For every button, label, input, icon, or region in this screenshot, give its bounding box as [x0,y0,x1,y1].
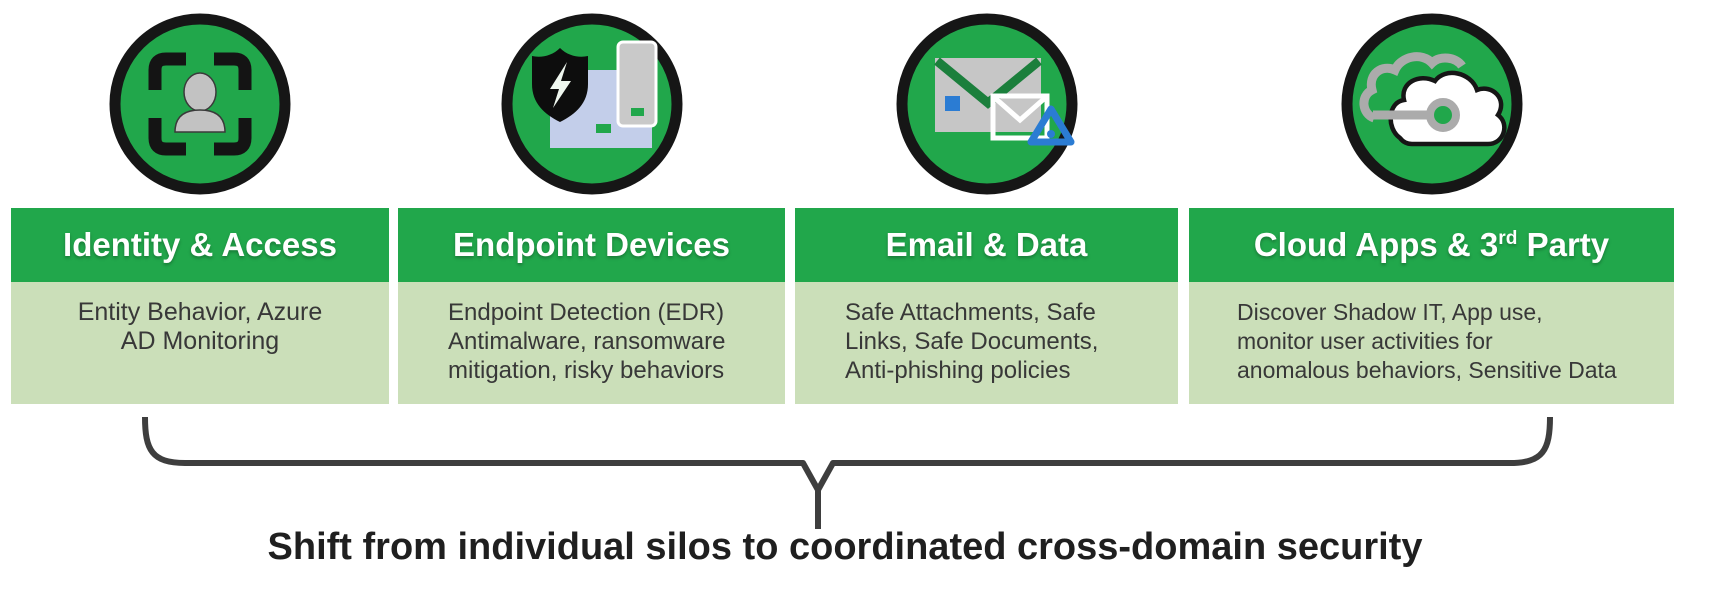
column-body: Endpoint Detection (EDR) Antimalware, ra… [398,282,785,404]
endpoint-shield-icon [500,12,684,196]
column-header-label: Identity & Access [63,226,337,263]
caption: Shift from individual silos to coordinat… [267,526,1423,568]
column-body: Safe Attachments, Safe Links, Safe Docum… [795,282,1178,404]
column-header: Cloud Apps & 3rd Party [1189,208,1674,282]
column-endpoint-devices: Endpoint Devices Endpoint Detection (EDR… [398,0,785,410]
column-header-label: Cloud Apps & 3 [1253,226,1499,263]
column-header-label: Endpoint Devices [453,226,730,263]
email-alert-icon [895,12,1079,196]
cloud-connected-icon [1340,12,1524,196]
column-header-label: Email & Data [885,226,1088,263]
column-body: Discover Shadow IT, App use, monitor use… [1189,282,1674,404]
ordinal-superscript: rd [1498,228,1518,249]
column-cloud-apps: Cloud Apps & 3rd Party Discover Shadow I… [1189,0,1674,410]
column-body: Entity Behavior, Azure AD Monitoring [11,282,389,404]
column-header: Identity & Access [11,208,389,282]
column-email-data: Email & Data Safe Attachments, Safe Link… [795,0,1178,410]
column-header: Endpoint Devices [398,208,785,282]
column-identity-access: Identity & Access Entity Behavior, Azure… [11,0,389,410]
column-header: Email & Data [795,208,1178,282]
column-header-label-suffix: Party [1517,226,1610,263]
identity-scan-icon [108,12,292,196]
